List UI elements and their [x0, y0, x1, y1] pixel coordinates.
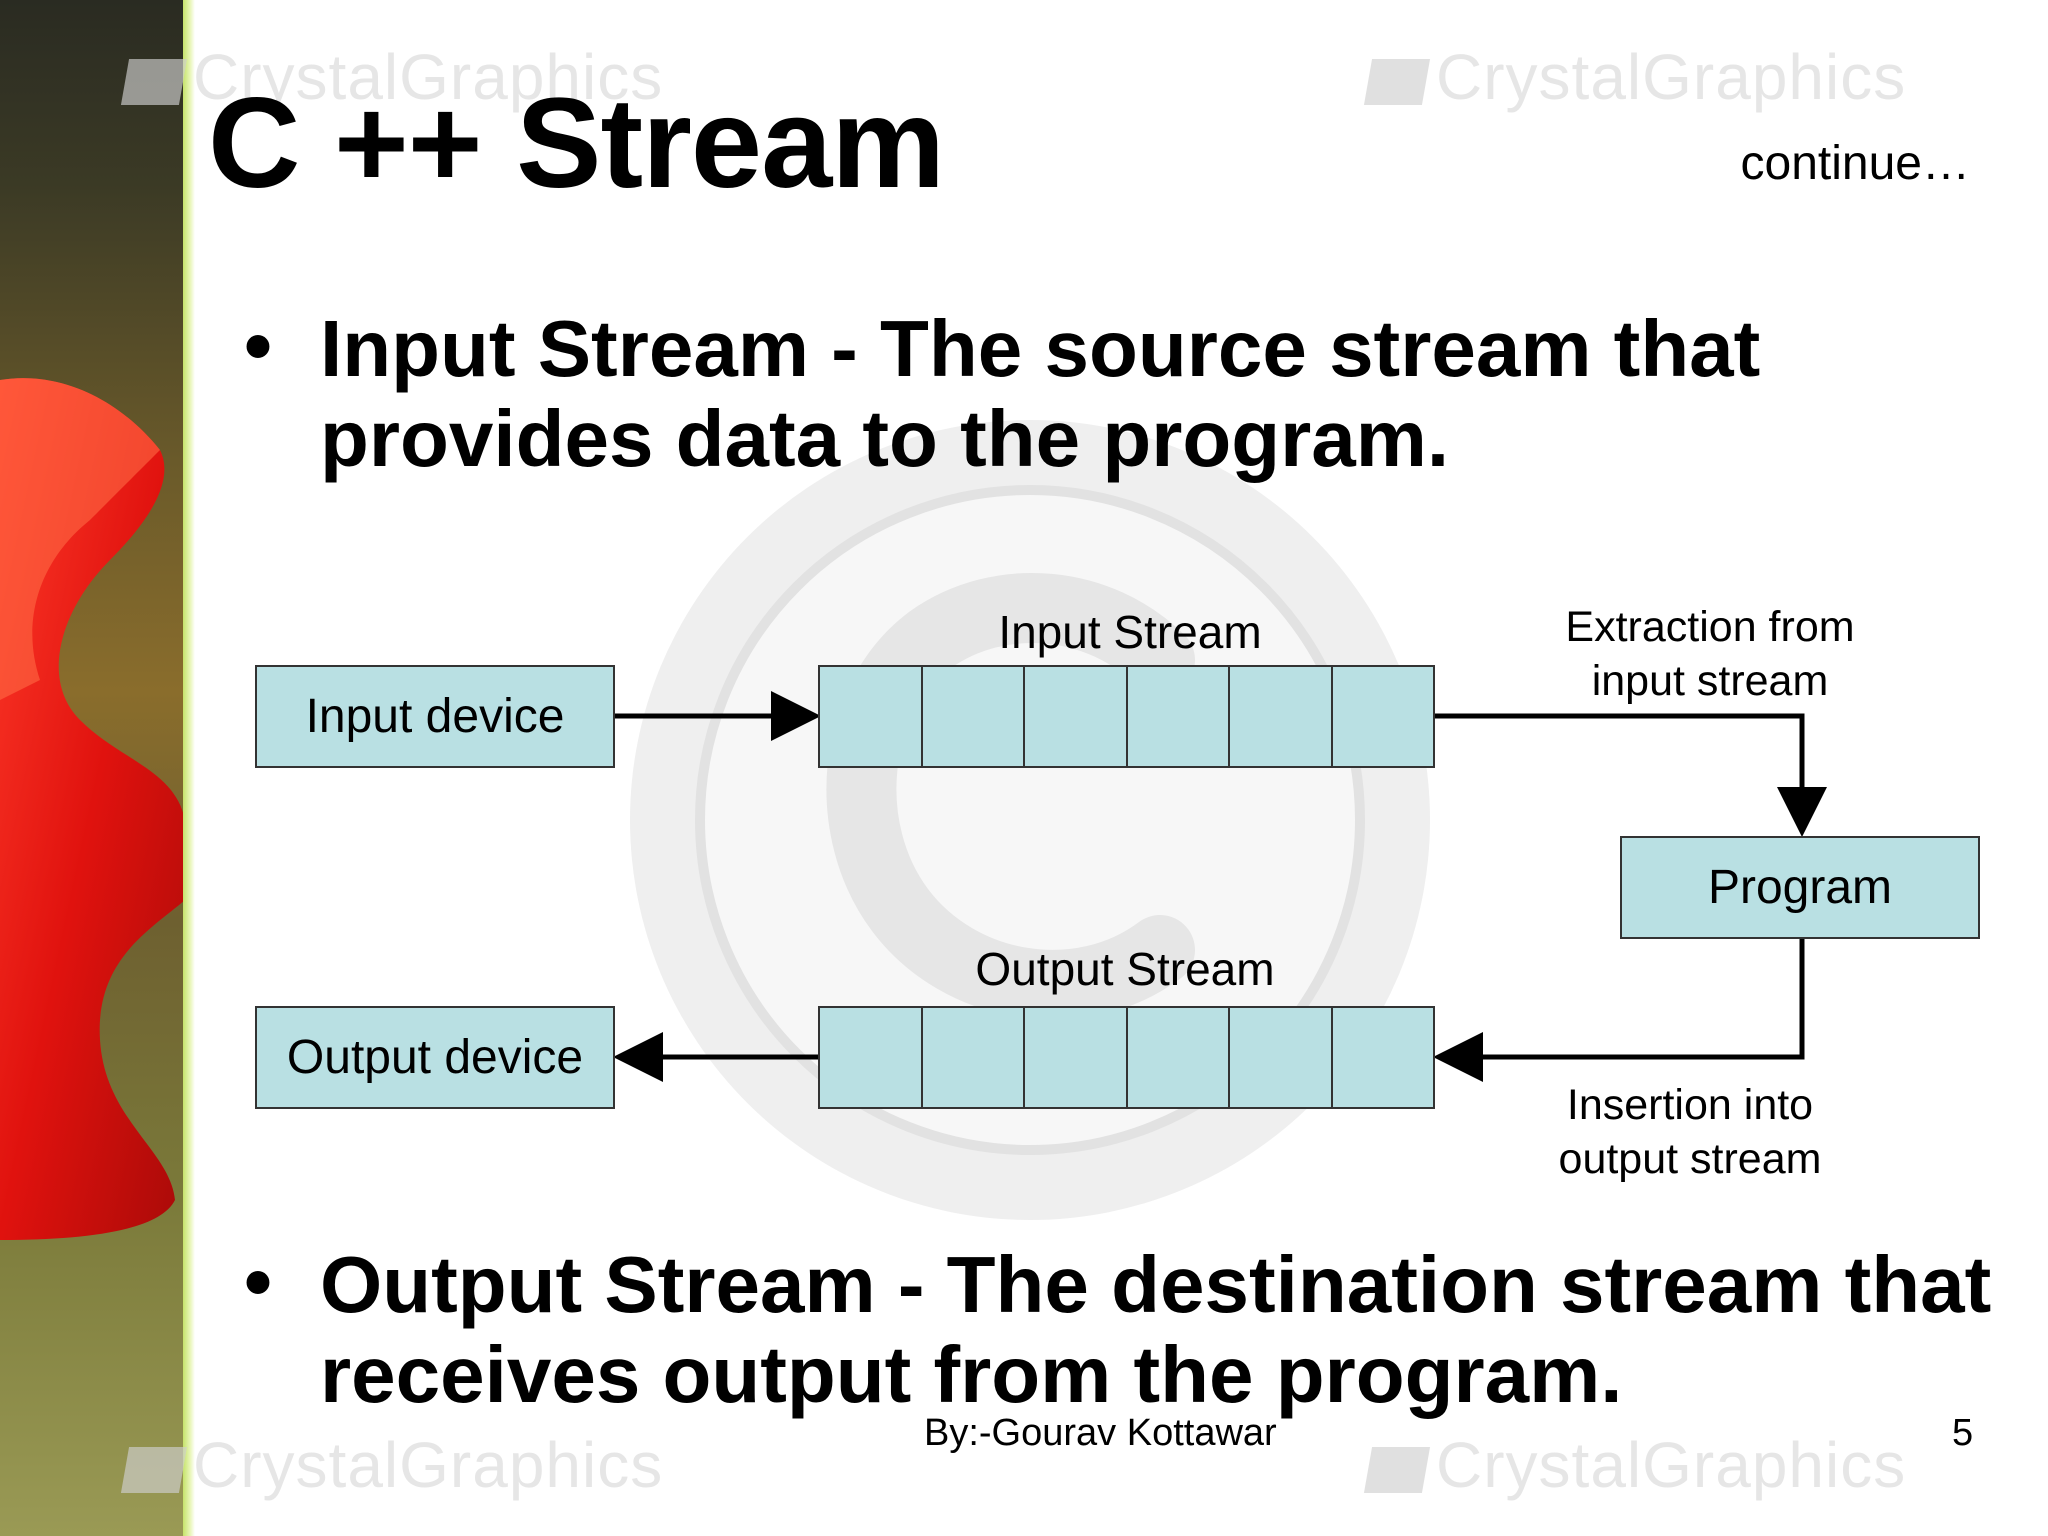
input-device-box: Input device: [255, 665, 615, 768]
input-stream-cell: [1330, 665, 1435, 768]
input-stream-cell: [1228, 665, 1333, 768]
slide-title: C ++ Stream: [208, 72, 945, 215]
arrow-program-to-output-stream: [1433, 938, 1805, 1082]
extraction-label: Extraction from input stream: [1500, 600, 1920, 708]
output-stream-cell: [1330, 1006, 1435, 1109]
arrow-input-stream-to-program: [1434, 713, 1827, 837]
output-stream-cell: [1023, 1006, 1128, 1109]
input-stream-cell: [1023, 665, 1128, 768]
watermark-top-right: CrystalGraphics: [1363, 40, 1906, 114]
bullet-output-stream: Output Stream - The destination stream t…: [320, 1240, 1992, 1419]
output-stream-cell: [1125, 1006, 1230, 1109]
insertion-label-line-2: output stream: [1558, 1135, 1822, 1183]
input-stream-cell: [818, 665, 923, 768]
output-stream-cell: [818, 1006, 923, 1109]
program-label: Program: [1707, 861, 1893, 914]
puzzle-piece-icon: [0, 378, 185, 1240]
watermark-bottom-right: CrystalGraphics: [1363, 1428, 1906, 1502]
strip-highlight-edge: [183, 0, 195, 1536]
bullet-input-stream: Input Stream - The source stream that pr…: [320, 304, 1761, 483]
output-stream-label: Output Stream: [975, 943, 1275, 995]
bullet-dot-2: •: [244, 1237, 273, 1326]
footer-author: By:-Gourav Kottawar: [924, 1412, 1277, 1454]
output-stream-cell: [1228, 1006, 1333, 1109]
insertion-label: Insertion into output stream: [1480, 1078, 1900, 1186]
extraction-label-line-1: Extraction from: [1565, 603, 1855, 651]
output-device-label: Output device: [286, 1031, 584, 1084]
decorative-side-strip: [0, 0, 195, 1536]
output-stream-cell: [920, 1006, 1025, 1109]
watermark-bottom-left: CrystalGraphics: [120, 1428, 663, 1502]
input-device-label: Input device: [305, 690, 565, 743]
insertion-label-line-1: Insertion into: [1566, 1081, 1814, 1129]
page-number: 5: [1952, 1412, 1974, 1454]
watermark-top-left: CrystalGraphics: [120, 40, 663, 114]
input-stream-cell: [1125, 665, 1230, 768]
output-device-box: Output device: [255, 1006, 615, 1109]
continue-label: continue…: [1740, 137, 1970, 190]
extraction-label-line-2: input stream: [1591, 657, 1829, 705]
input-stream-label: Input Stream: [998, 606, 1262, 658]
program-box: Program: [1620, 836, 1980, 939]
bullet-dot-1: •: [244, 301, 273, 390]
input-stream-cell: [920, 665, 1025, 768]
